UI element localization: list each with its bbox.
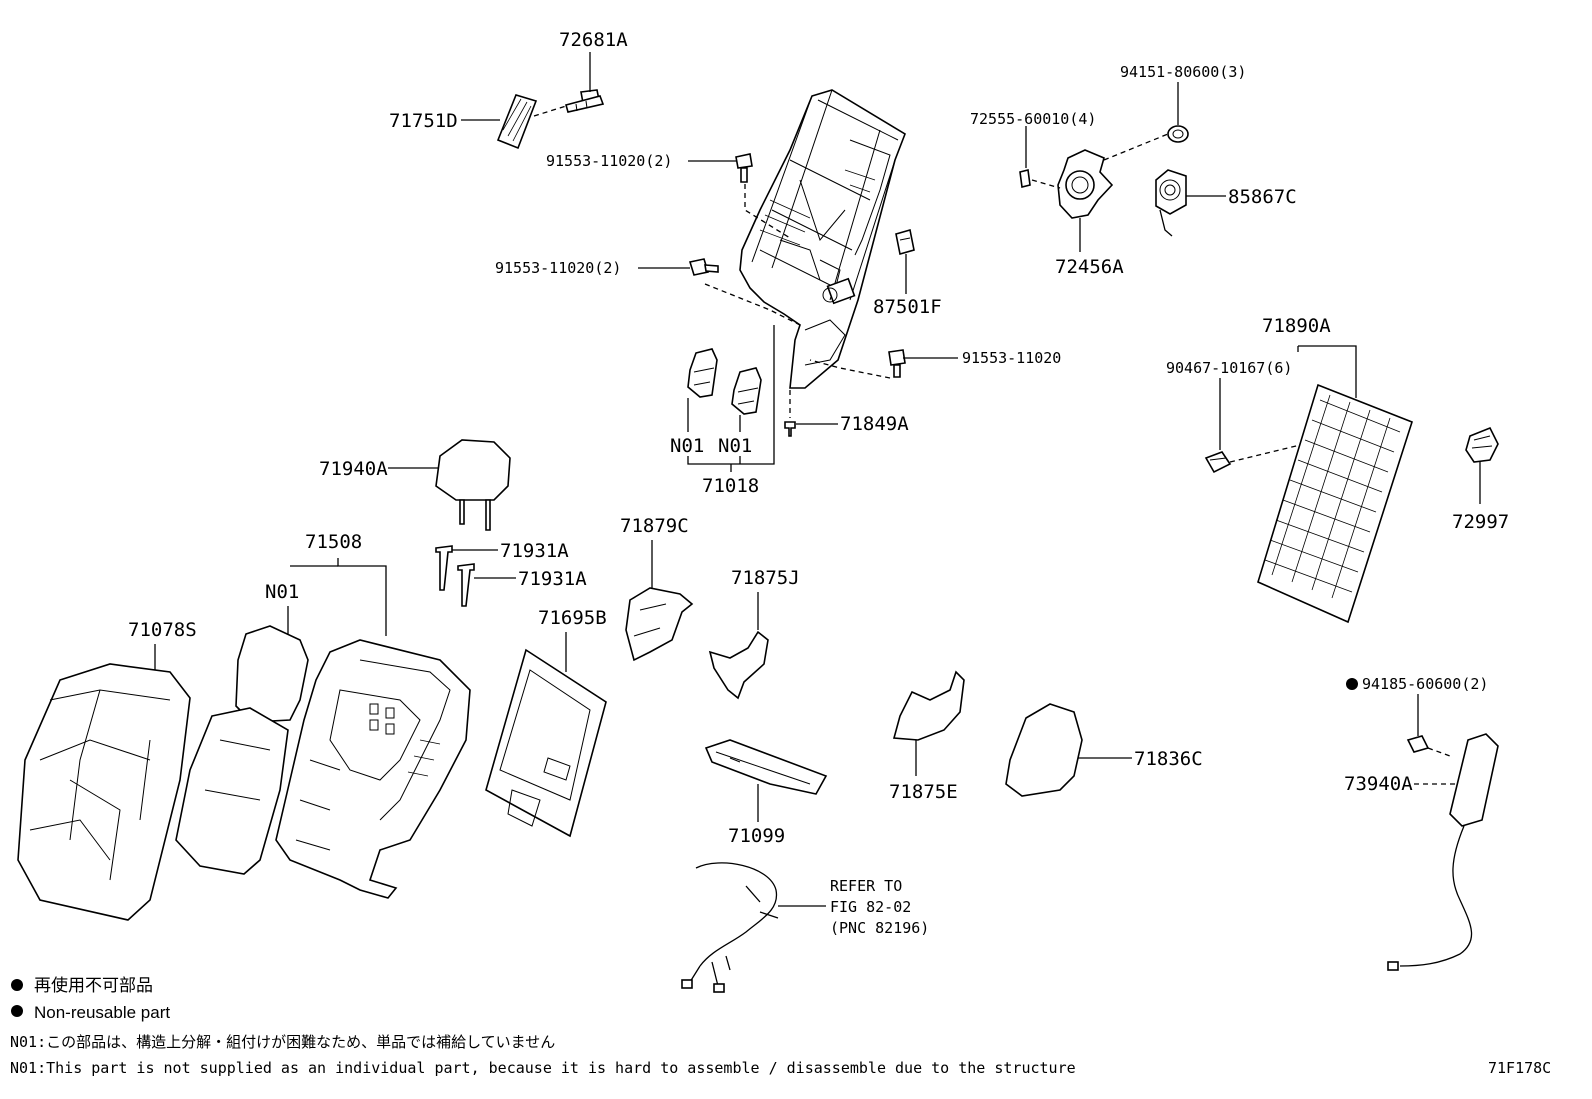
bolt-72681A bbox=[565, 89, 605, 113]
label-71940A: 71940A bbox=[319, 458, 388, 480]
pin-71849A bbox=[784, 421, 796, 437]
label-91553-11020-2b: 91553-11020(2) bbox=[495, 259, 621, 277]
label-73940A: 73940A bbox=[1344, 773, 1413, 795]
label-71099: 71099 bbox=[728, 825, 785, 847]
label-71879C: 71879C bbox=[620, 515, 689, 537]
wire-harness-82196 bbox=[681, 862, 779, 993]
screw-91553-c bbox=[888, 349, 906, 378]
pad-71751D bbox=[496, 94, 538, 150]
refer-line-3: (PNC 82196) bbox=[830, 919, 929, 937]
note-en: N01:This part is not supplied as an indi… bbox=[10, 1059, 1076, 1077]
clip-90467 bbox=[1204, 451, 1232, 474]
seatback-frame-71018 bbox=[739, 89, 906, 389]
grommet-94151 bbox=[1167, 125, 1189, 143]
label-72997: 72997 bbox=[1452, 511, 1509, 533]
sensor-73940A bbox=[1387, 733, 1499, 971]
legend-bullet-jp bbox=[11, 979, 23, 991]
note-jp: N01:この部品は、構造上分解・組付けが困難なため、単品では補給していません bbox=[10, 1033, 555, 1051]
hinge-N01-b bbox=[731, 367, 762, 415]
label-71508: 71508 bbox=[305, 531, 362, 553]
label-87501F: 87501F bbox=[873, 296, 942, 318]
label-71849A: 71849A bbox=[840, 413, 909, 435]
label-72681A: 72681A bbox=[559, 29, 628, 51]
guide-71931A-b bbox=[457, 563, 475, 607]
label-71890A: 71890A bbox=[1262, 315, 1331, 337]
label-72456A: 72456A bbox=[1055, 256, 1124, 278]
non-reusable-marker bbox=[1346, 678, 1358, 690]
label-71931A-b: 71931A bbox=[518, 568, 587, 590]
guide-71931A-a bbox=[435, 545, 453, 591]
seatback-frame-cushion bbox=[275, 639, 471, 899]
trim-71099 bbox=[704, 739, 828, 795]
label-91553-11020: 91553-11020 bbox=[962, 349, 1061, 367]
label-71875E: 71875E bbox=[889, 781, 958, 803]
refer-line-1: REFER TO bbox=[830, 877, 902, 895]
legend-en: Non-reusable part bbox=[34, 1003, 170, 1022]
label-N01-b: N01 bbox=[718, 435, 752, 457]
label-71751D: 71751D bbox=[389, 110, 458, 132]
screw-91553-b bbox=[688, 258, 719, 276]
screw-91553-a bbox=[735, 153, 753, 183]
nut-94185 bbox=[1406, 735, 1430, 753]
label-71931A-a: 71931A bbox=[500, 540, 569, 562]
label-72555-60010-4: 72555-60010(4) bbox=[970, 110, 1096, 128]
refer-line-2: FIG 82-02 bbox=[830, 898, 911, 916]
legend-bullet-en bbox=[11, 1005, 23, 1017]
label-71836C: 71836C bbox=[1134, 748, 1203, 770]
label-90467-10167-6: 90467-10167(6) bbox=[1166, 359, 1292, 377]
bracket-72456A bbox=[1057, 149, 1114, 219]
seatback-pad-upper-N01 bbox=[235, 625, 309, 723]
back-panel-71890A bbox=[1257, 383, 1413, 624]
headrest-71940A bbox=[435, 439, 511, 531]
label-71695B: 71695B bbox=[538, 607, 607, 629]
cover-71836C bbox=[1005, 703, 1083, 797]
cover-71875J bbox=[708, 630, 769, 700]
seatback-cover-71078S bbox=[17, 663, 191, 921]
cover-71879C bbox=[625, 587, 694, 662]
legend-jp: 再使用不可部品 bbox=[34, 975, 153, 995]
figure-code: 71F178C bbox=[1488, 1059, 1551, 1077]
label-91553-11020-2a: 91553-11020(2) bbox=[546, 152, 672, 170]
label-N01-a: N01 bbox=[670, 435, 704, 457]
label-N01-c: N01 bbox=[265, 581, 299, 603]
clip-87501F bbox=[895, 228, 915, 256]
seatback-pad-71508 bbox=[175, 707, 289, 875]
pin-72555 bbox=[1019, 169, 1031, 188]
sheet-71695B bbox=[485, 648, 607, 838]
label-71018: 71018 bbox=[702, 475, 759, 497]
label-94151-80600-3: 94151-80600(3) bbox=[1120, 63, 1246, 81]
hinge-N01-a bbox=[687, 348, 718, 398]
speaker-85867C bbox=[1155, 169, 1187, 237]
label-71078S: 71078S bbox=[128, 619, 197, 641]
cap-72997 bbox=[1465, 426, 1499, 463]
label-71875J: 71875J bbox=[731, 567, 800, 589]
label-85867C: 85867C bbox=[1228, 186, 1297, 208]
label-94185-60600-2: 94185-60600(2) bbox=[1362, 675, 1488, 693]
cover-71875E bbox=[892, 670, 965, 741]
